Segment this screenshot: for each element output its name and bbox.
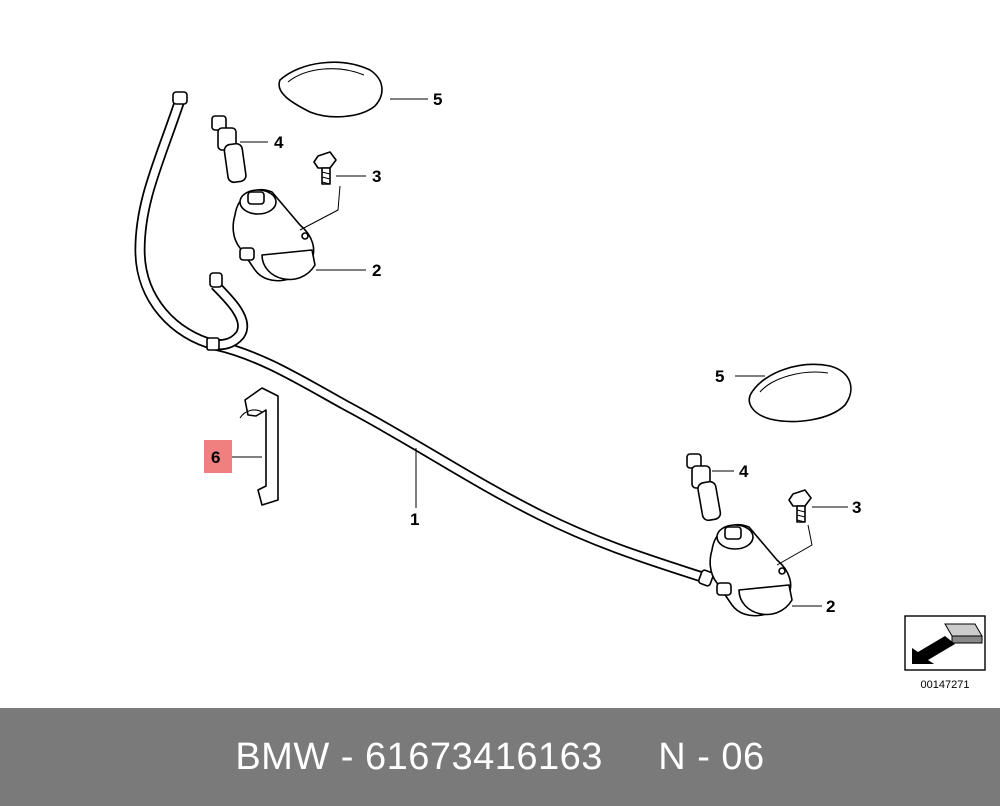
holder-part xyxy=(239,387,279,506)
callout-connector-right: 4 xyxy=(739,462,749,481)
callout-nozzle-right: 2 xyxy=(826,597,835,616)
callout-cover-left: 5 xyxy=(433,90,442,109)
parts-diagram: 1 2 2 3 3 4 4 5 5 6 00147271 xyxy=(134,61,986,691)
screw-part-right xyxy=(788,489,812,523)
callout-holder: 6 xyxy=(211,448,220,467)
nozzle-part-left xyxy=(232,189,316,282)
cover-part-left xyxy=(278,61,383,118)
callout-connector-left: 4 xyxy=(274,133,284,152)
connector-part-right xyxy=(686,453,722,522)
callout-nozzle-left: 2 xyxy=(372,261,381,280)
connector-part-left xyxy=(211,115,247,184)
callout-screw-right: 3 xyxy=(852,498,861,517)
callout-cover-right: 5 xyxy=(715,367,724,386)
callout-screw-left: 3 xyxy=(372,167,381,186)
diagram-reference-icon xyxy=(904,615,986,671)
screw-part-left xyxy=(313,151,337,185)
hose-part xyxy=(134,91,714,587)
footer-part-number: BMW - 61673416163 N - 06 xyxy=(235,735,765,778)
nozzle-part-right xyxy=(709,524,793,617)
callout-highlight xyxy=(204,440,232,473)
callout-hose: 1 xyxy=(410,510,419,529)
footer-bar: BMW - 61673416163 N - 06 xyxy=(0,708,1000,806)
diagram-id: 00147271 xyxy=(921,679,970,691)
cover-part-right xyxy=(748,363,852,423)
